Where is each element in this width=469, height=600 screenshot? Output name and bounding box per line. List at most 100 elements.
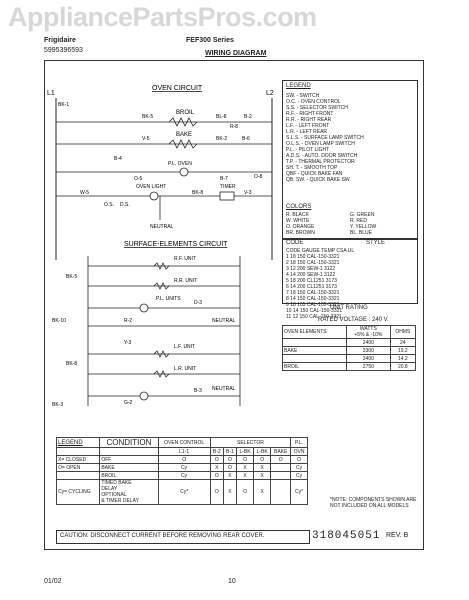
svg-text:B-4: B-4 xyxy=(114,156,122,162)
legend-title: LEGEND xyxy=(286,83,311,89)
timer-label: TIMER xyxy=(220,184,236,190)
unit-rating-title: UNIT RATING xyxy=(330,305,368,311)
code-style-box xyxy=(282,238,418,304)
date: 01/02 xyxy=(44,578,62,585)
unit-rating-table: OVEN ELEMENTS WATTS +5% & -10% OHMS 2400… xyxy=(281,325,417,371)
caution-text: CAUTION: DISCONNECT CURRENT BEFORE REMOV… xyxy=(60,533,265,539)
pilot-light-oven xyxy=(179,167,189,177)
broil-element xyxy=(168,117,198,127)
brand-fragment: Frigidaire xyxy=(44,37,76,44)
page-number: 10 xyxy=(228,578,236,585)
code-table: CODE GAUGE TEMP CSA UL 1 18 150 CAL-150-… xyxy=(286,248,355,320)
table-row: O= OPEN BAKE Cy X O X X Cy xyxy=(55,463,308,472)
legend-item: L.R. - LEFT REAR xyxy=(286,129,328,135)
legend-item: O.L.S. - OVEN LAMP SWITCH xyxy=(286,141,355,147)
svg-text:BK-5: BK-5 xyxy=(142,114,153,120)
svg-text:P.L. UNITS: P.L. UNITS xyxy=(156,296,181,302)
timer-box xyxy=(219,191,235,201)
table-row: BROIL Cy O X X X Cy xyxy=(55,471,308,480)
table-row: 3400 14.2 xyxy=(281,354,417,363)
bk1-label: BK-1 xyxy=(58,102,69,108)
svg-text:BK-8: BK-8 xyxy=(192,190,203,196)
svg-text:BL-8: BL-8 xyxy=(216,114,227,120)
svg-text:L.F. UNIT: L.F. UNIT xyxy=(174,344,195,350)
oven-light-label: OVEN LIGHT xyxy=(136,184,166,190)
svg-text:BK-10: BK-10 xyxy=(52,318,66,324)
pl-oven-label: P.L. OVEN xyxy=(168,161,192,167)
svg-text:B-7: B-7 xyxy=(220,176,228,182)
svg-text:D-3: D-3 xyxy=(194,300,202,306)
legend-item: SH. T. - SMOOTH TOP xyxy=(286,165,338,171)
code-title: CODE xyxy=(286,240,304,246)
svg-text:Y-3: Y-3 xyxy=(124,340,132,346)
caution-box xyxy=(56,530,310,544)
table-row: Cy= CYCLING TIMED BAKE DELAY OPTIONAL & … xyxy=(55,479,308,505)
part-number: 318045051 xyxy=(312,530,381,542)
svg-text:R-8: R-8 xyxy=(230,124,238,130)
surface-neutral-2: NEUTRAL xyxy=(212,386,236,392)
colors-list: R. BLACK G. GREEN W. WHITE R. RED O. ORA… xyxy=(286,212,377,236)
surface-circuit-title: SURFACE-ELEMENTS CIRCUIT xyxy=(124,241,228,248)
svg-text:NEUTRAL: NEUTRAL xyxy=(212,318,236,324)
table-row: BAKE 3300 19.2 xyxy=(281,346,417,355)
legend-item: S.S. - SELECTOR SWITCH xyxy=(286,105,348,111)
svg-text:BK-8: BK-8 xyxy=(66,361,77,367)
legend-item: QB. SW. - QUICK BAKE SW. xyxy=(286,177,351,183)
os-label: O.S. xyxy=(104,202,114,208)
surface-pilot-light-right xyxy=(139,303,149,313)
watermark: AppliancePartsPros.com xyxy=(8,2,317,32)
legend-item: O.C. - OVEN CONTROL xyxy=(286,99,341,105)
legend-item: P.L. - PILOT LIGHT xyxy=(286,147,330,153)
bake-label: BAKE xyxy=(176,132,192,138)
bake-element xyxy=(168,139,198,149)
svg-text:R-2: R-2 xyxy=(124,318,132,324)
svg-text:B-2: B-2 xyxy=(244,114,252,120)
svg-text:V-5: V-5 xyxy=(142,136,150,142)
style-title: STYLE xyxy=(366,240,386,246)
line2-label: L2 xyxy=(266,90,274,97)
legend-item: A.D.S. - AUTO. DOOR SWITCH xyxy=(286,153,358,159)
svg-text:O-5: O-5 xyxy=(134,176,143,182)
legend-list: SW. - SWITCH O.C. - OVEN CONTROL S.S. - … xyxy=(286,93,364,183)
table-row: BROIL 2750 20.8 xyxy=(281,362,417,371)
svg-text:V-3: V-3 xyxy=(244,190,252,196)
oven-neutral-label: NEUTRAL xyxy=(150,224,174,230)
oven-circuit-title: OVEN CIRCUIT xyxy=(152,85,203,92)
condition-table: LEGEND CONDITION OVEN CONTROL SELECTOR P… xyxy=(55,437,308,505)
line1-label: L1 xyxy=(47,90,55,97)
part-fragment: 5995396593 xyxy=(44,47,83,54)
colors-title: COLORS xyxy=(286,204,312,210)
legend-item: S.L.S. - SURFACE LAMP SWITCH xyxy=(286,135,364,141)
broil-label: BROIL xyxy=(176,110,195,116)
svg-text:BK-3: BK-3 xyxy=(52,402,63,408)
legend-box xyxy=(282,80,418,240)
legend-item: SW. - SWITCH xyxy=(286,93,320,99)
table-row: 2400 24 xyxy=(281,338,417,347)
legend-item: R.F. - RIGHT FRONT xyxy=(286,111,334,117)
svg-text:R.F. UNIT: R.F. UNIT xyxy=(174,256,196,262)
revision: REV. B xyxy=(386,532,409,539)
legend-item: L.F. - LEFT FRONT xyxy=(286,123,330,129)
page-title: WIRING DIAGRAM xyxy=(205,50,267,57)
oven-light xyxy=(149,191,159,201)
svg-text:G-2: G-2 xyxy=(124,400,133,406)
legend-item: QBF - QUICK BAKE FAN xyxy=(286,171,343,177)
diagram-sheet xyxy=(44,60,424,550)
svg-text:L.R. UNIT: L.R. UNIT xyxy=(174,366,196,372)
rated-voltage: RATED VOLTAGE : 240 V. xyxy=(318,317,389,323)
legend-item: T.P. - THERMAL PROTECTOR xyxy=(286,159,355,165)
svg-text:W-5: W-5 xyxy=(80,190,89,196)
circuit-diagram: OVEN CIRCUIT L1 L2 BK-1 BROIL BAKE BL-8 … xyxy=(47,85,274,408)
svg-text:BK-2: BK-2 xyxy=(216,136,227,142)
ds-label: D.S. xyxy=(120,202,130,208)
footnote: *NOTE: COMPONENTS SHOWN ARE NOT INCLUDED… xyxy=(330,497,417,509)
svg-text:BK-5: BK-5 xyxy=(66,274,77,280)
svg-text:R.R. UNIT: R.R. UNIT xyxy=(174,278,197,284)
model-fragment: FEF300 Series xyxy=(186,37,234,44)
svg-text:B-6: B-6 xyxy=(242,136,250,142)
legend-item: R.R. - RIGHT REAR xyxy=(286,117,332,123)
svg-text:O-8: O-8 xyxy=(254,174,263,180)
table-row: X= CLOSED OFF O O O O O O O xyxy=(55,455,308,464)
svg-text:B-3: B-3 xyxy=(194,388,202,394)
surface-pilot-light-left xyxy=(139,391,149,401)
